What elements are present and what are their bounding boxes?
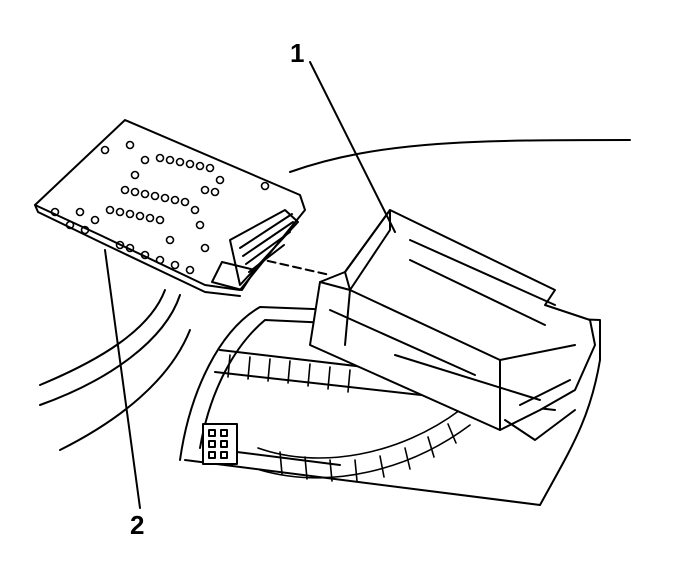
ribbon-cable (227, 354, 471, 482)
callout-1-leader-line (309, 61, 396, 233)
callout-1-label: 1 (290, 38, 305, 68)
panel-contour-line (289, 139, 631, 173)
alignment-dashed-line (254, 257, 331, 276)
board-components (50, 140, 270, 275)
callout-2-leader-line (104, 249, 141, 509)
callout-2-label: 2 (130, 510, 145, 540)
module-housing (309, 209, 596, 441)
circuit-board (34, 119, 306, 297)
side-contour-lines (39, 289, 191, 451)
harness-connector (202, 423, 238, 465)
